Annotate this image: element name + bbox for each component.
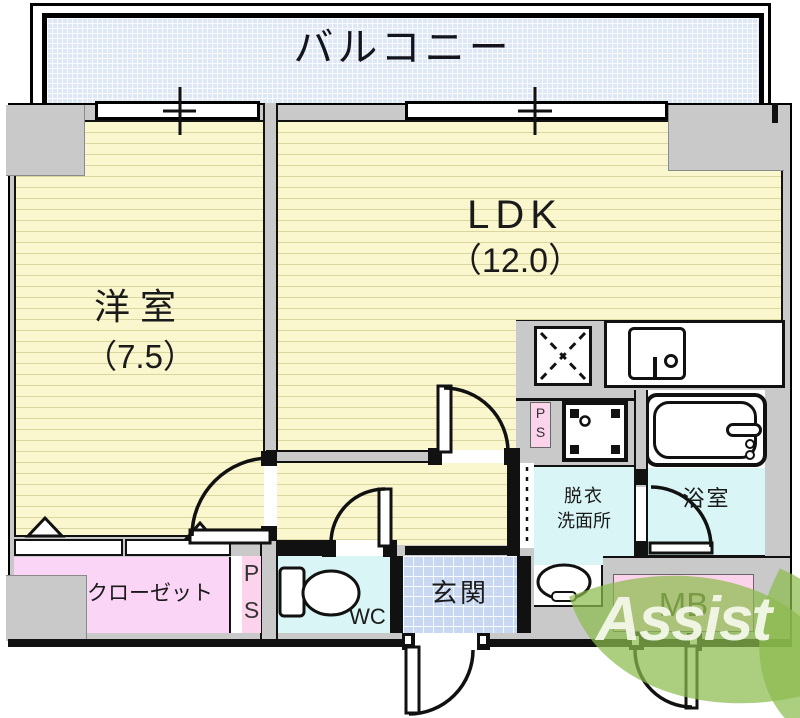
wc-label: WC	[349, 604, 386, 629]
washroom-label-line1: 脱衣	[564, 486, 604, 506]
wall-block-bottomleft	[6, 575, 87, 641]
wall-hall-bottom	[262, 540, 332, 556]
wall-right-filler	[765, 390, 790, 557]
entrance-step-edge	[405, 546, 517, 555]
ps-kitchen-p: P	[535, 405, 546, 421]
window-ldk	[405, 101, 668, 120]
hallway	[266, 452, 518, 545]
wall-block-topleft	[6, 105, 85, 176]
corner-notch	[772, 103, 778, 123]
ldk-size: （12.0）	[447, 242, 583, 280]
western-room-label: 洋室	[93, 286, 186, 327]
closet-label: クローゼット	[87, 582, 213, 605]
wall-block-topright	[668, 105, 784, 171]
wall-wc-entrance	[390, 556, 403, 633]
bottom-wall	[8, 639, 792, 647]
bathtub-handle	[726, 423, 762, 437]
western-room	[14, 120, 266, 537]
washroom-opening-strip	[520, 463, 534, 548]
wall-ps-wc	[260, 540, 278, 645]
ldk-label: LDK	[467, 193, 563, 237]
pipe-space-left	[242, 556, 261, 633]
wall-western-ldk	[263, 103, 278, 452]
ldk-door-threshold	[432, 450, 508, 463]
bathroom-floor	[648, 468, 765, 557]
bathroom-door-opening	[636, 487, 646, 543]
window-western	[95, 101, 260, 120]
wall-line-below-kitchen	[516, 398, 648, 401]
kitchen-sink	[628, 327, 686, 380]
ps-kitchen-s: S	[535, 424, 546, 440]
logo-text: Assist	[596, 585, 772, 654]
washroom	[534, 465, 634, 565]
entrance	[403, 556, 517, 633]
ps-left-s: S	[243, 597, 260, 623]
washing-machine-pan	[562, 401, 628, 462]
western-door-opening	[264, 466, 277, 526]
western-room-size: （7.5）	[84, 338, 196, 375]
wall-ldk-hall	[266, 450, 432, 463]
pipe-space-kitchen	[530, 402, 551, 448]
ps-left-p: P	[243, 560, 260, 586]
bathroom-label: 浴室	[682, 486, 731, 511]
balcony-label: バルコニー	[293, 26, 513, 70]
ps-gap	[231, 556, 242, 633]
entrance-label: 玄関	[430, 578, 489, 608]
front-door-opening	[403, 633, 490, 647]
closet-door-right	[125, 539, 231, 556]
wall-entrance-right	[517, 556, 531, 633]
wc-door-opening	[336, 540, 383, 556]
balcony-floor	[42, 13, 764, 103]
closet-door-left	[14, 539, 123, 556]
wall-hall-washroom	[507, 448, 520, 556]
washroom-label-line2: 洗面所	[557, 511, 611, 531]
laundry-space	[534, 326, 592, 386]
